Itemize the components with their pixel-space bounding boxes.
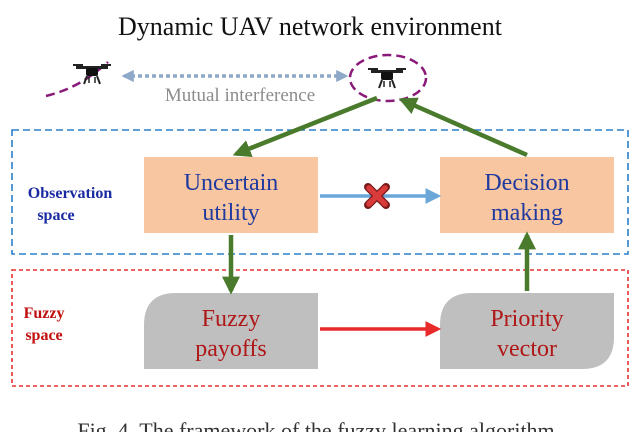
figure-caption: Fig. 4. The framework of the fuzzy learn… <box>77 418 554 432</box>
observation-space-label-line2: space <box>37 207 74 224</box>
uncertain-utility-label-line2: utility <box>202 200 259 226</box>
priority-vector-box <box>440 293 614 369</box>
right-drone-orbit <box>348 53 428 103</box>
priority-vector-label-line2: vector <box>497 336 557 362</box>
observation-space-label: Observation <box>28 185 113 202</box>
interference-label: Mutual interference <box>165 85 315 106</box>
decision-making-box <box>440 157 614 233</box>
decision-making-label-line2: making <box>491 200 563 226</box>
decision-making-label: Decision <box>484 170 569 196</box>
fuzzy-payoffs-label: Fuzzy <box>202 306 261 332</box>
observation-space-region <box>11 129 629 255</box>
fuzzy-space-region <box>11 269 629 387</box>
priority-vector-label: Priority <box>490 306 563 332</box>
uncertain-utility-label: Uncertain <box>184 170 279 196</box>
fuzzy-space-label-line2: space <box>25 327 62 344</box>
drone-icon <box>72 63 112 85</box>
fuzzy-space-label: Fuzzy <box>24 305 65 322</box>
fuzzy-payoffs-label-line2: payoffs <box>195 336 267 362</box>
cross-icon <box>364 183 390 209</box>
decision-to-drone-arrow <box>398 97 528 158</box>
uncertain-utility-box <box>144 157 318 233</box>
drone-to-uncertain-arrow <box>232 95 378 158</box>
fuzzy-payoffs-box <box>144 293 318 369</box>
drone-icon <box>367 67 407 89</box>
diagram-title: Dynamic UAV network environment <box>118 12 503 41</box>
